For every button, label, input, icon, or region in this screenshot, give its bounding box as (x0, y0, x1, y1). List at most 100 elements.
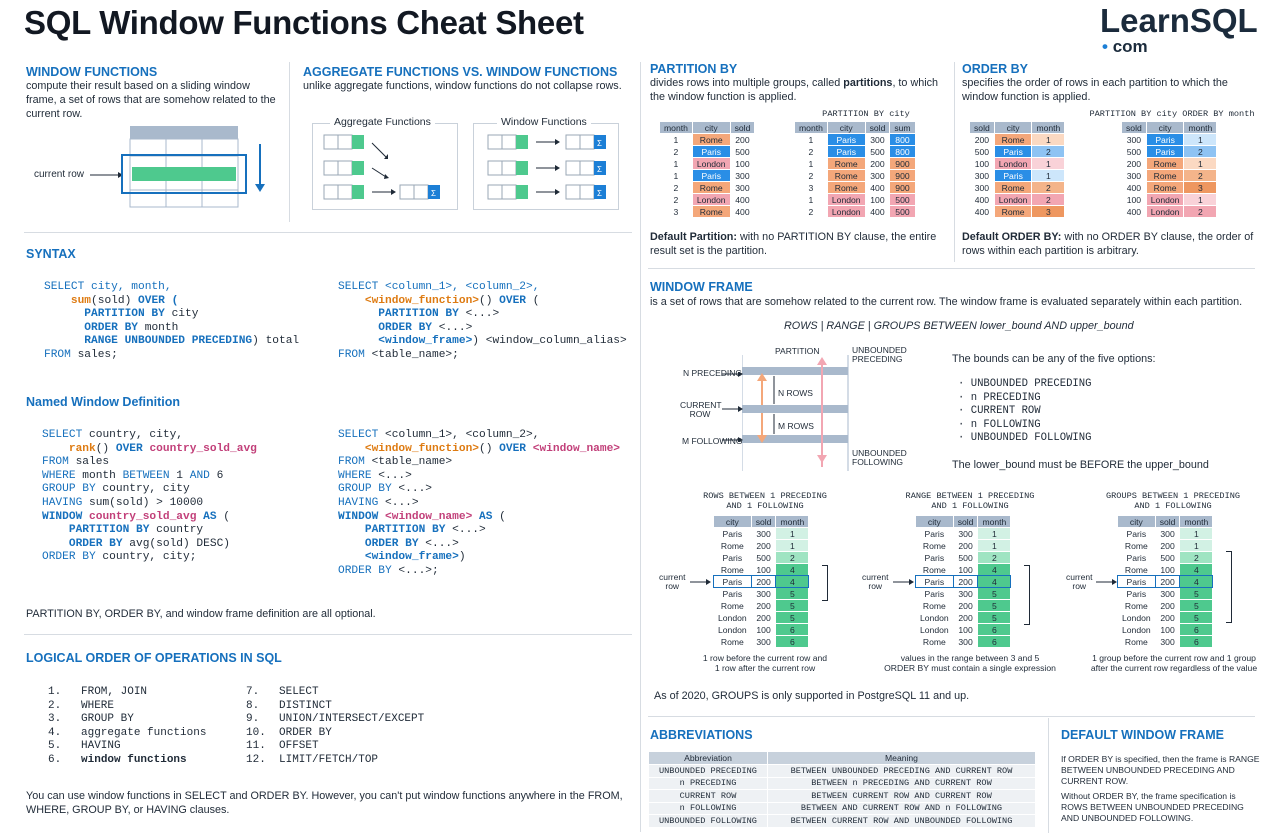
column-header: sold (970, 122, 994, 133)
logo-com: • com (1102, 37, 1148, 57)
column-header: city (692, 122, 730, 133)
current-row-arrow-icon (893, 579, 914, 585)
list-item: 2. WHERE (48, 699, 115, 712)
table-cell: 200 (958, 612, 973, 623)
table-cell: 500 (890, 194, 915, 205)
table-cell: 200 (756, 540, 771, 551)
note-line: values in the range between 3 and 5 (900, 653, 1040, 663)
table-cell: 6 (978, 636, 1011, 647)
table-cell: 500 (756, 552, 771, 563)
table-cell: 5 (776, 588, 809, 599)
table-cell: Rome (922, 636, 946, 647)
code-keyword: FROM (44, 348, 71, 361)
code-text: country, city; (95, 551, 197, 564)
table-cell: 800 (890, 146, 915, 157)
column-header: Abbreviation (649, 752, 767, 764)
table-cell: Rome (720, 564, 744, 575)
partition-text-a: divides rows into multiple groups, calle… (650, 77, 844, 89)
current-text: current (1066, 572, 1093, 582)
table-cell: 400 (974, 206, 990, 217)
table-cell: UNBOUNDED FOLLOWING (649, 815, 767, 827)
table-cell: 300 (1160, 588, 1175, 599)
table-cell: Rome (922, 600, 946, 611)
divider (954, 62, 955, 262)
code-keyword: OVER (499, 442, 527, 455)
table-cell: Paris (1146, 146, 1184, 157)
code-keyword: AND (189, 469, 210, 482)
table-cell: 1 (673, 170, 679, 181)
column-header: month (1180, 516, 1213, 527)
code-text: ) total (252, 335, 300, 348)
code-text: ) <window_column_alias> (472, 335, 627, 348)
table-cell: 6 (1180, 624, 1213, 635)
table-cell: 300 (735, 182, 750, 193)
table-cell: 300 (756, 636, 771, 647)
table-cell: Paris (1126, 588, 1147, 599)
code-keyword: ORDER BY (378, 321, 433, 334)
table-cell: 500 (1160, 552, 1175, 563)
code-keyword: FROM (338, 456, 365, 469)
code-text: country, city, (82, 429, 184, 441)
table-cell: 100 (958, 624, 973, 635)
table-cell: 4 (775, 575, 810, 588)
default-frame-text-1: If ORDER BY is specified, then the frame… (1061, 754, 1260, 786)
table-cell: 2 (776, 552, 809, 563)
table-cell: 1 (673, 158, 679, 169)
table-cell: 1 (978, 528, 1011, 539)
note-line: ORDER BY must contain a single expressio… (884, 663, 1056, 673)
column-header: Meaning (767, 752, 1035, 764)
table-cell: 400 (870, 206, 885, 217)
code-keyword: ORDER BY (84, 321, 139, 334)
table-cell: Paris (722, 528, 743, 539)
table-cell: Rome (1124, 636, 1148, 647)
column-header: sold (1122, 122, 1146, 133)
divider (648, 268, 1255, 269)
table-cell: Rome (994, 134, 1032, 145)
table-cell: 4 (776, 564, 809, 575)
table-cell: 2 (808, 206, 814, 217)
n-preceding-label: N PRECEDING (683, 368, 743, 378)
code-window-name: country_sold_avg (82, 510, 197, 523)
code-keyword: PARTITION BY (378, 308, 459, 321)
table-cell: London (827, 206, 865, 217)
table-cell: London (920, 612, 949, 623)
code-window-name: <window_name> (378, 510, 473, 523)
window-label: Window Functions (497, 116, 591, 128)
table-cell: 4 (977, 575, 1012, 588)
column-header: city (1118, 516, 1155, 527)
table-cell: 6 (776, 636, 809, 647)
table-cell: 300 (870, 170, 885, 181)
table-cell: 2 (673, 146, 679, 157)
table-cell: 400 (735, 194, 750, 205)
code-function: rank (68, 442, 96, 455)
logical-order-note: You can use window functions in SELECT a… (26, 790, 623, 816)
order-by-heading: ORDER BY (962, 62, 1028, 76)
current-row-arrow-icon (1096, 579, 1117, 585)
table-cell: Paris (722, 552, 743, 563)
table-cell: 1 (1180, 540, 1213, 551)
logo-com-text: com (1112, 37, 1148, 56)
table-cell: 200 (952, 575, 979, 588)
code-text: sum(sold) > 10000 (82, 496, 204, 509)
current-text: current (659, 572, 686, 582)
code-text: 1 (169, 469, 190, 482)
default-partition-bold: Default Partition: (650, 231, 737, 243)
table-cell: 1 (1180, 528, 1213, 539)
